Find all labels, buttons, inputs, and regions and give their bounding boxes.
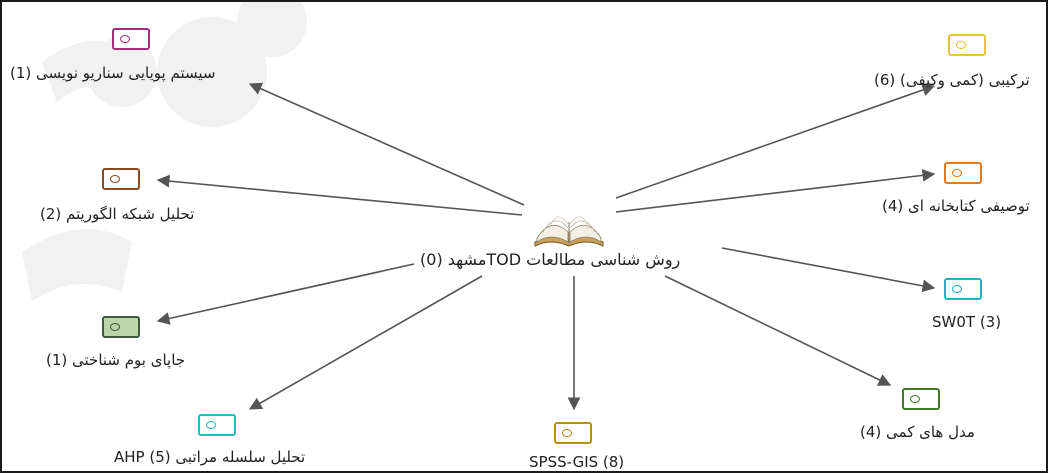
- edge-to-mixed: [615, 83, 936, 199]
- tag-hole: [956, 41, 966, 49]
- edge-to-ahp: [248, 275, 483, 410]
- tag-icon: [948, 34, 986, 56]
- open-book-icon: [534, 216, 604, 247]
- tag-icon: [198, 414, 236, 436]
- tag-hole: [910, 395, 920, 403]
- tag-icon: [102, 316, 140, 338]
- edge-to-network: [156, 174, 523, 216]
- tag-hole: [120, 35, 130, 43]
- edge-to-scenario: [248, 82, 525, 206]
- tag-hole: [952, 169, 962, 177]
- tag-hole: [562, 429, 572, 437]
- edge-to-library: [615, 169, 936, 213]
- node-label-network: تحلیل شبکه الگوریتم (2): [40, 205, 195, 223]
- node-label-quant: مدل های کمی (4): [860, 423, 975, 441]
- tag-hole: [110, 323, 120, 331]
- center-node-label: روش شناسی مطالعات TODمشهد (0): [420, 250, 681, 269]
- node-label-scenario: سیستم پویایی سناریو نویسی (1): [10, 64, 216, 82]
- edge-to-ecology: [156, 263, 415, 325]
- tag-hole: [110, 175, 120, 183]
- node-label-gis: SPSS-GIS (8): [529, 453, 625, 471]
- tag-hole: [206, 421, 216, 429]
- node-label-mixed: ترکیبی (کمی وکیفی) (6): [874, 71, 1030, 89]
- tag-hole: [952, 285, 962, 293]
- node-label-swot: SW0T (3): [932, 313, 1002, 331]
- node-label-library: توصیفی کتابخانه ای (4): [882, 197, 1030, 215]
- tag-icon: [944, 278, 982, 300]
- node-label-ahp: تحلیل سلسله مراتبی (5) AHP: [114, 448, 306, 466]
- node-label-ecology: جاپای بوم شناختی (1): [46, 351, 186, 369]
- tag-icon: [102, 168, 140, 190]
- tag-icon: [944, 162, 982, 184]
- edge-to-swot: [721, 247, 936, 293]
- edge-to-quant: [664, 275, 892, 386]
- tag-icon: [554, 422, 592, 444]
- tag-icon: [112, 28, 150, 50]
- tag-icon: [902, 388, 940, 410]
